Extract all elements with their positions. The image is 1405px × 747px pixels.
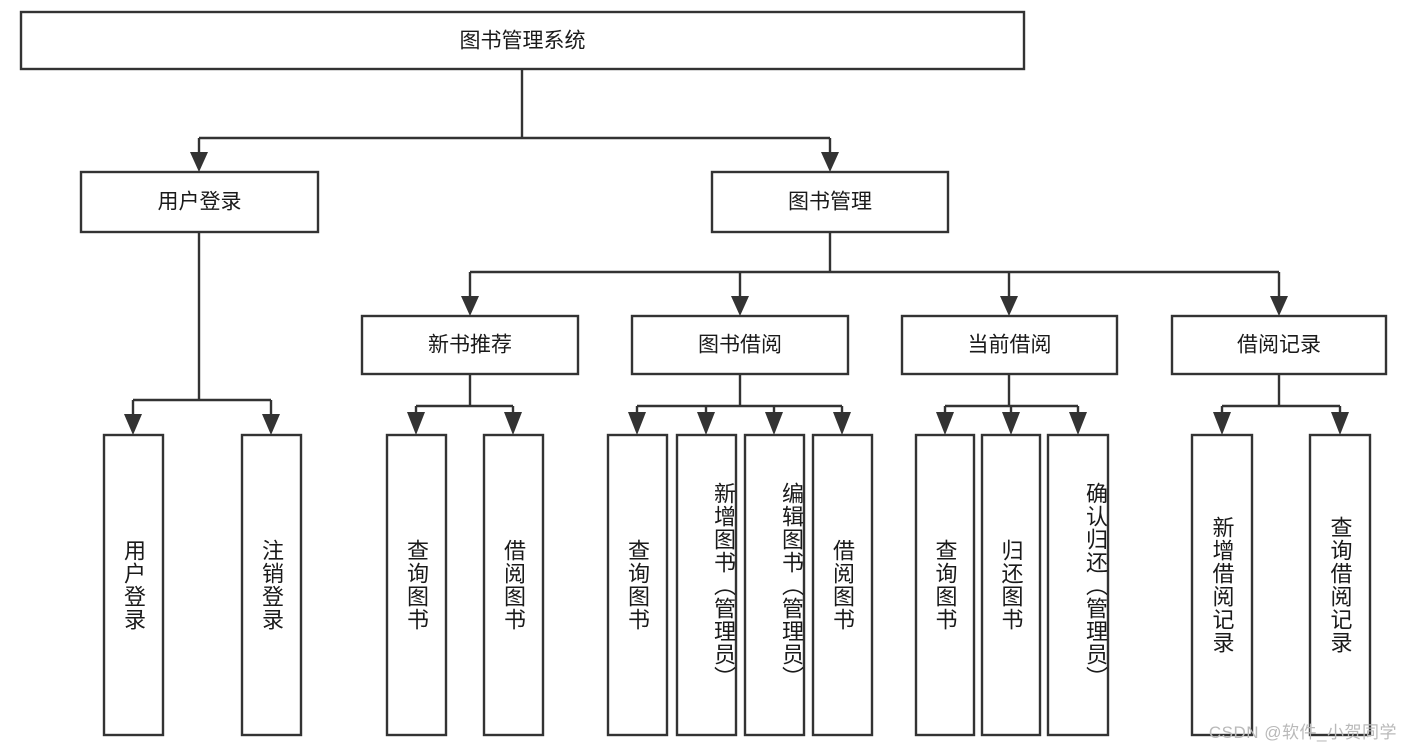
arrow-current-leaf3 bbox=[1069, 412, 1087, 435]
arrow-book-mgmt-to-borrow bbox=[731, 296, 749, 316]
leaf-rect-query-book-c[interactable] bbox=[914, 433, 976, 737]
node-new-book-recommend[interactable]: 新书推荐 bbox=[360, 314, 580, 376]
node-root[interactable]: 图书管理系统 bbox=[19, 10, 1026, 71]
node-book-borrow-rect[interactable] bbox=[630, 314, 850, 376]
arrow-book-mgmt-to-records bbox=[1270, 296, 1288, 316]
arrow-user-login-leaf1 bbox=[124, 414, 142, 435]
arrow-root-to-user-login bbox=[190, 152, 208, 172]
leaf-rect-add-book[interactable] bbox=[675, 433, 738, 737]
leaf-rect-borrow-book-b[interactable] bbox=[811, 433, 874, 737]
connector-group-current bbox=[936, 374, 1087, 435]
node-user-login-rect[interactable] bbox=[79, 170, 320, 234]
arrow-borrow-leaf3 bbox=[765, 412, 783, 435]
leaf-rect-query-book-a[interactable] bbox=[385, 433, 448, 737]
node-current-borrow-rect[interactable] bbox=[900, 314, 1119, 376]
leaf-rect-confirm-return[interactable] bbox=[1046, 433, 1110, 737]
arrow-new-book-leaf2 bbox=[504, 412, 522, 435]
leaf-rect-logout[interactable] bbox=[240, 433, 303, 737]
arrow-root-to-book-mgmt bbox=[821, 152, 839, 172]
node-book-management-rect[interactable] bbox=[710, 170, 950, 234]
node-book-borrow-label: 图书借阅 bbox=[698, 334, 782, 357]
arrow-borrow-leaf1 bbox=[628, 412, 646, 435]
node-current-borrow[interactable]: 当前借阅 bbox=[900, 314, 1119, 376]
node-borrow-records-label: 借阅记录 bbox=[1237, 334, 1321, 357]
leaf-rect-user-login[interactable] bbox=[102, 433, 165, 737]
arrow-records-leaf1 bbox=[1213, 412, 1231, 435]
connector-group-user-login bbox=[124, 232, 280, 435]
node-root-label: 图书管理系统 bbox=[460, 30, 586, 53]
arrow-current-leaf2 bbox=[1002, 412, 1020, 435]
arrow-book-mgmt-to-new-book bbox=[461, 296, 479, 316]
leaf-rect-add-record[interactable] bbox=[1190, 433, 1254, 737]
leaf-rect-query-book-b[interactable] bbox=[606, 433, 669, 737]
arrow-borrow-leaf2 bbox=[697, 412, 715, 435]
watermark-text: CSDN @软件_小贺同学 bbox=[1208, 723, 1397, 742]
node-book-borrow[interactable]: 图书借阅 bbox=[630, 314, 850, 376]
node-book-management[interactable]: 图书管理 bbox=[710, 170, 950, 234]
connector-group-borrow bbox=[628, 374, 851, 435]
leaf-rect-edit-book[interactable] bbox=[743, 433, 806, 737]
leaf-rect-return-book[interactable] bbox=[980, 433, 1042, 737]
arrow-new-book-leaf1 bbox=[407, 412, 425, 435]
node-new-book-recommend-rect[interactable] bbox=[360, 314, 580, 376]
connector-group-new-book bbox=[407, 374, 522, 435]
node-user-login[interactable]: 用户登录 bbox=[79, 170, 320, 234]
node-user-login-label: 用户登录 bbox=[158, 191, 242, 214]
connector-group-records bbox=[1213, 374, 1349, 435]
arrow-records-leaf2 bbox=[1331, 412, 1349, 435]
connector-group-book-mgmt bbox=[461, 232, 1288, 316]
node-current-borrow-label: 当前借阅 bbox=[968, 334, 1052, 357]
arrow-current-leaf1 bbox=[936, 412, 954, 435]
node-book-management-label: 图书管理 bbox=[788, 191, 872, 214]
node-root-rect[interactable] bbox=[19, 10, 1026, 71]
connector-group-root bbox=[190, 69, 839, 172]
leaf-rect-borrow-book-a[interactable] bbox=[482, 433, 545, 737]
node-new-book-recommend-label: 新书推荐 bbox=[428, 334, 512, 357]
leaf-rect-query-record[interactable] bbox=[1308, 433, 1372, 737]
node-borrow-records[interactable]: 借阅记录 bbox=[1170, 314, 1388, 376]
node-borrow-records-rect[interactable] bbox=[1170, 314, 1388, 376]
arrow-user-login-leaf2 bbox=[262, 414, 280, 435]
arrow-book-mgmt-to-current bbox=[1000, 296, 1018, 316]
arrow-borrow-leaf4 bbox=[833, 412, 851, 435]
